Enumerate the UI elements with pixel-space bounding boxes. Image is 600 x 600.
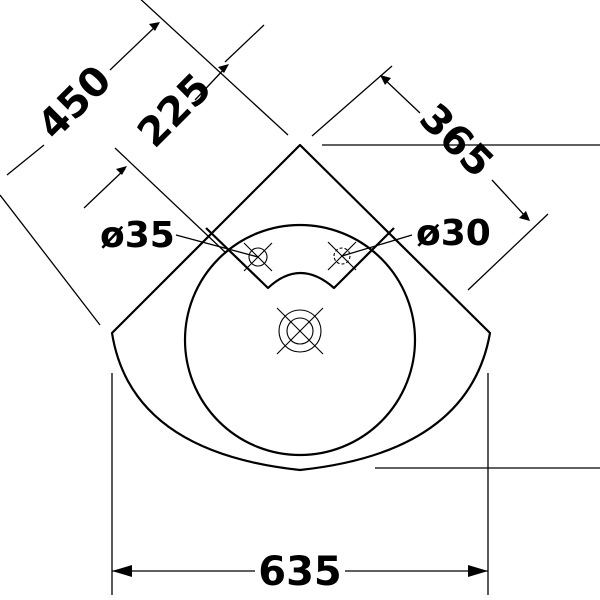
dimension-365-label: 365: [410, 95, 502, 187]
right-tap-hole-label: ø30: [416, 213, 491, 254]
bowl-circle: [183, 223, 417, 457]
tap-deck-outline: [205, 227, 395, 290]
dimension-365: [311, 65, 549, 291]
drain-mark: [276, 307, 324, 355]
dimension-450-225: [0, 0, 289, 326]
dimension-450-label: 450: [29, 57, 121, 149]
basin-outline: [110, 143, 492, 472]
dimension-225-label: 225: [129, 65, 221, 157]
basin-body: [110, 143, 492, 472]
dimension-635: [111, 373, 489, 595]
dimension-540: [322, 144, 600, 469]
dimension-635-label: 635: [258, 549, 342, 595]
left-tap-hole-label: ø35: [100, 215, 175, 256]
hole-diameter-leaders: [175, 234, 413, 258]
dimension-540-label: 540: [595, 267, 600, 351]
